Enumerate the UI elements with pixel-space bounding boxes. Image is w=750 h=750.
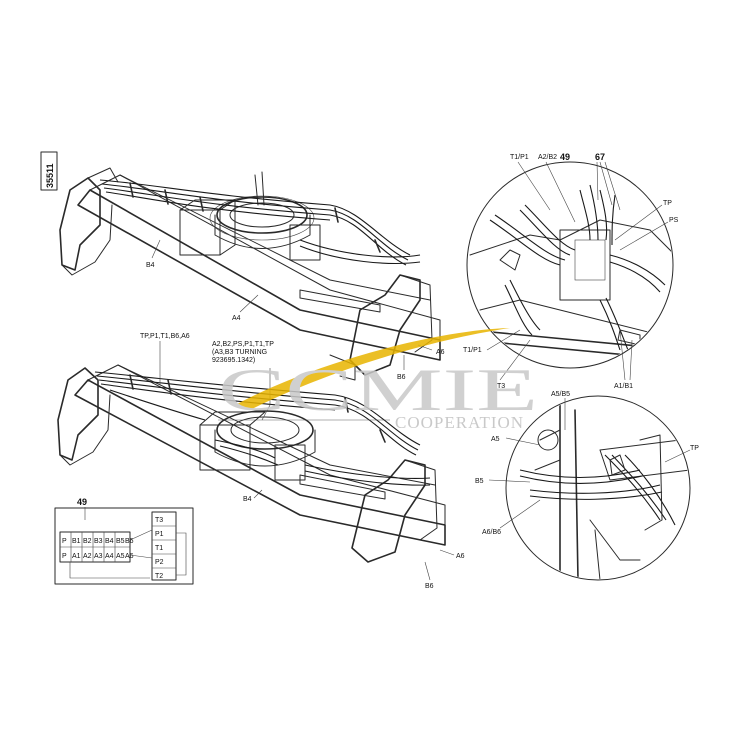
schematic-b5: B5: [116, 538, 125, 545]
schematic-a3: A3: [94, 553, 103, 560]
detail-top-label-t1p1: T1/P1: [510, 154, 529, 161]
detail-bottom-label-a6b6: A6/B6: [482, 529, 501, 536]
schematic-b2: B2: [83, 538, 92, 545]
detail-bottom-label-a5b5: A5/B5: [551, 391, 570, 398]
bottom-label-ports-line2: (A3,B3 TURNING: [212, 349, 267, 356]
bottom-label-b6: B6: [425, 583, 434, 590]
drawing-number-tag: 35511: [40, 151, 58, 191]
bottom-label-tp-group: TP,P1,T1,B6,A6: [140, 333, 190, 340]
schematic-b1: B1: [72, 538, 81, 545]
detail-bottom-label-tp: TP: [690, 445, 699, 452]
schematic-a4: A4: [105, 553, 114, 560]
schematic-port-p1: P1: [155, 531, 164, 538]
detail-top-label-t3: T3: [497, 383, 505, 390]
detail-circle-top: T1/P1 A2/B2 49 67 TP PS T1/P1 T3 A1/B1: [463, 152, 679, 390]
drawing-number: 35511: [45, 163, 55, 188]
bottom-iso-view: TP,P1,T1,B6,A6 A2,B2,PS,P1,T1,TP (A3,B3 …: [57, 333, 465, 590]
schematic-left-top: P: [62, 538, 67, 545]
detail-top-label-a2b2: A2/B2: [538, 154, 557, 161]
watermark-sub: COOPERATION: [395, 413, 524, 432]
detail-top-label-t1p1-low: T1/P1: [463, 347, 482, 354]
schematic-b4: B4: [105, 538, 114, 545]
detail-top-label-tp: TP: [663, 200, 672, 207]
schematic-left-bottom: P: [62, 553, 67, 560]
bottom-label-ports-line1: A2,B2,PS,P1,T1,TP: [212, 341, 274, 348]
top-label-a4: A4: [232, 315, 241, 322]
schematic-ref-49: 49: [77, 497, 87, 507]
top-label-b4: B4: [146, 262, 155, 269]
top-iso-view: B4 A4 A6 B6: [59, 167, 445, 381]
detail-circle-bottom: A5/B5 A5 B5 A6/B6 TP: [475, 391, 699, 581]
detail-top-label-ps: PS: [669, 217, 679, 224]
detail-top-label-67: 67: [595, 152, 605, 162]
schematic-b6: B6: [125, 538, 134, 545]
bottom-label-ports-line3: 923695.1342): [212, 357, 255, 364]
bottom-label-b4: B4: [243, 496, 252, 503]
detail-top-label-49: 49: [560, 152, 570, 162]
watermark: CCMIE COOPERATION: [218, 328, 538, 432]
detail-bottom-label-a5: A5: [491, 436, 500, 443]
schematic-port-t2: T2: [155, 573, 163, 580]
schematic-b3: B3: [94, 538, 103, 545]
schematic-port-t3: T3: [155, 517, 163, 524]
watermark-brand: CCMIE: [218, 357, 538, 423]
watermark-swoosh: [235, 328, 510, 410]
schematic-a1: A1: [72, 553, 81, 560]
top-label-a6: A6: [436, 349, 445, 356]
bottom-label-a6: A6: [456, 553, 465, 560]
schematic-a6: A6: [125, 553, 134, 560]
schematic-a5: A5: [116, 553, 125, 560]
valve-schematic: 49 P P B1 B2 B3 B4 B5 B6 A1 A2 A3 A4 A5 …: [54, 497, 194, 585]
schematic-port-p2: P2: [155, 559, 164, 566]
schematic-a2: A2: [83, 553, 92, 560]
schematic-port-t1: T1: [155, 545, 163, 552]
detail-bottom-label-b5: B5: [475, 478, 484, 485]
top-label-b6: B6: [397, 374, 406, 381]
detail-top-label-a1b1: A1/B1: [614, 383, 633, 390]
